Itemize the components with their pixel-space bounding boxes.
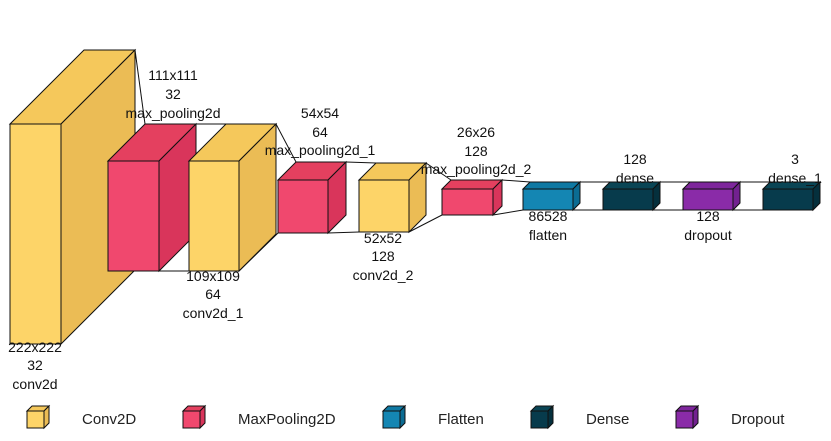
layer-labels: 222x222 32 conv2d 111x111 32 max_pooling2d 109… [8, 67, 822, 392]
legend: Conv2D MaxPooling2D Flatten Dense Dropout [25, 404, 785, 430]
layer-label-line: conv2d [12, 376, 57, 392]
layer-label-line: 64 [205, 286, 221, 302]
layer-block-max_pooling2d_1 [276, 160, 348, 235]
legend-swatch-front [26, 410, 45, 429]
layer-label-line: conv2d_1 [183, 305, 244, 321]
layer-label-line: 111x111 [148, 67, 198, 83]
layer-label-line: 52x52 [364, 230, 402, 246]
layer-label-line: 3 [791, 151, 799, 167]
legend-item-dense: Dense [529, 404, 629, 430]
connection-line [275, 123, 297, 163]
layer-block-dense [601, 180, 662, 212]
block-top-face [521, 181, 582, 190]
block-front-face [188, 160, 240, 272]
block-front-face [358, 179, 410, 233]
block-front-face [9, 123, 62, 345]
legend-swatch-front [182, 410, 201, 429]
block-front-face [682, 188, 734, 211]
block-front-face [107, 160, 160, 272]
layer-block-dense_1 [761, 180, 822, 212]
layer-label-line: 109x109 [186, 268, 240, 284]
connection-line [492, 209, 524, 216]
layer-label-line: dense [616, 170, 654, 186]
layer-label-line: 32 [27, 357, 43, 373]
legend-item-conv2d: Conv2D [25, 404, 136, 430]
connection-line [501, 179, 531, 183]
block-top-face [681, 181, 742, 190]
layer-label-line: max_pooling2d_1 [265, 142, 376, 158]
layer-label-line: dense_1 [768, 170, 822, 186]
layer-block-max_pooling2d_2 [440, 178, 504, 217]
layer-label-line: max_pooling2d [126, 105, 221, 121]
layer-label-line: 128 [696, 208, 720, 224]
legend-label: Dropout [731, 411, 785, 428]
legend-item-dropout: Dropout [674, 404, 785, 430]
connection-line [345, 161, 377, 164]
layer-label-line: 54x54 [301, 105, 339, 121]
legend-swatch-front [675, 410, 694, 429]
block-front-face [602, 188, 654, 211]
layer-block-flatten [521, 180, 582, 212]
layer-block-dropout [681, 180, 742, 212]
layer-label-line: 64 [312, 124, 328, 140]
layer-label-line: 128 [464, 143, 488, 159]
layer-label-line: flatten [529, 227, 567, 243]
layer-blocks [8, 48, 822, 346]
legend-label: Flatten [438, 411, 484, 428]
legend-swatch-front [530, 410, 549, 429]
layer-label-line: conv2d_2 [353, 267, 414, 283]
layer-block-max_pooling2d [106, 122, 198, 273]
layer-label-line: 26x26 [457, 124, 495, 140]
block-front-face [441, 188, 494, 216]
legend-swatch-front [382, 410, 401, 429]
block-front-face [277, 179, 329, 234]
connection-line [327, 231, 360, 234]
legend-label: Dense [586, 411, 629, 428]
layer-label-line: 32 [165, 86, 181, 102]
layer-block-conv2d_2 [357, 161, 428, 234]
legend-item-flatten: Flatten [381, 404, 484, 430]
layer-label-line: 222x222 [8, 339, 62, 355]
block-front-face [522, 188, 574, 211]
layer-block-conv2d_1 [187, 122, 278, 273]
block-front-face [762, 188, 814, 211]
legend-label: MaxPooling2D [238, 411, 336, 428]
block-top-face [440, 179, 504, 190]
legend-label: Conv2D [82, 411, 136, 428]
layer-label-line: dropout [684, 227, 732, 243]
layer-label-line: 128 [371, 248, 395, 264]
layer-label-line: 128 [623, 151, 647, 167]
layer-label-line: 86528 [529, 208, 568, 224]
connection-line [425, 162, 452, 181]
connection-line [134, 49, 146, 125]
connection-line [408, 214, 443, 233]
layer-label-line: max_pooling2d_2 [421, 161, 532, 177]
legend-item-maxpooling2d: MaxPooling2D [181, 404, 336, 430]
